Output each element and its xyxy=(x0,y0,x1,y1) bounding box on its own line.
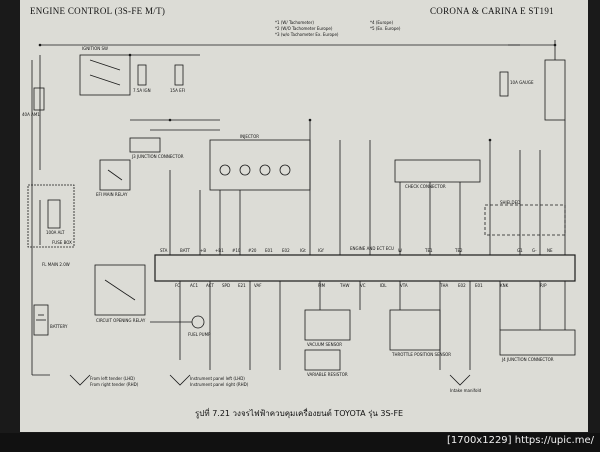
ecu-pin: FC xyxy=(175,283,181,288)
ecu-pin: NE xyxy=(547,248,553,253)
ground-note: Instrument panel left (LHD) xyxy=(190,376,245,381)
label-efi-fuse: 15A EFI xyxy=(170,88,186,93)
ecu-pin: TE1 xyxy=(425,248,433,253)
ground-note: Instrument panel right (RHD) xyxy=(190,382,249,387)
label-intake-manifold: Intake manifold xyxy=(450,388,482,393)
figure-caption: รูปที่ 7.21 วงจรไฟฟ้าควบคุมเครื่องยนต์ T… xyxy=(195,409,404,418)
manual-page: ENGINE CONTROL (3S-FE M/T) CORONA & CARI… xyxy=(20,0,588,432)
ecu-pin: #10 xyxy=(232,248,241,253)
label-gauge-fuse: 10A GAUGE xyxy=(510,80,534,85)
ecu-pin: PIM xyxy=(318,283,326,288)
ecu-pin: E21 xyxy=(238,283,246,288)
label-junction-connector-j4: J4 JUNCTION CONNECTOR xyxy=(502,357,554,362)
note-5: *5 (Ex. Europe) xyxy=(370,26,401,31)
label-shielded: SHIELDED xyxy=(500,200,521,205)
label-junction-connector-j3: J3 JUNCTION CONNECTOR xyxy=(132,154,184,159)
ecu-pin: E01 xyxy=(475,283,483,288)
label-vacuum-sensor: VACUUM SENSOR xyxy=(307,342,343,347)
ecu-pin: W xyxy=(398,248,402,253)
label-efi-main-relay: EFI MAIN RELAY xyxy=(96,192,128,197)
ecu-pin: STA xyxy=(160,248,168,253)
ecu-pin: #20 xyxy=(248,248,257,253)
ground-note: From left tender (LHD) xyxy=(90,376,135,381)
ecu-pin: R/P xyxy=(540,283,547,288)
ground-note: From right tender (RHD) xyxy=(90,382,139,387)
label-injector: INJECTOR xyxy=(240,134,260,139)
label-alt-fuse: 100A ALT xyxy=(46,230,65,235)
ecu-pin: VTA xyxy=(400,283,408,288)
watermark-bar: [1700x1229] https://upic.me/ xyxy=(0,433,600,452)
note-3: *3 (w/o Tachometer Ex. Europe) xyxy=(275,32,339,37)
ecu-pin: BATT xyxy=(180,248,190,253)
label-engine-ecu: ENGINE AND ECT ECU xyxy=(350,246,394,251)
note-2: *2 (W/O Tachometer Europe) xyxy=(275,26,333,31)
ecu-pin: IGt xyxy=(300,248,306,253)
ecu-pin: VC xyxy=(360,283,366,288)
ecu-pin: G1 xyxy=(517,248,523,253)
label-ignition-sw: IGNITION SW xyxy=(82,46,108,51)
ecu-pin: THA xyxy=(440,283,449,288)
label-throttle-sensor: THROTTLE POSITION SENSOR xyxy=(392,352,452,357)
ecu-pin: E02 xyxy=(282,248,290,253)
label-battery: BATTERY xyxy=(50,324,68,329)
ecu-pin: E02 xyxy=(458,283,466,288)
label-circuit-opening-relay: CIRCUIT OPENING RELAY xyxy=(96,318,146,323)
ecu-pin: SPD xyxy=(222,283,231,288)
label-fl-main: FL MAIN 2.0W xyxy=(42,262,70,267)
label-variable-resistor: VARIABLE RESISTOR xyxy=(307,372,348,377)
ecu-pin: THW xyxy=(340,283,350,288)
note-4: *4 (Europe) xyxy=(370,20,394,25)
ecu-pin: ACT xyxy=(206,283,214,288)
header-right-title: CORONA & CARINA E ST191 xyxy=(430,6,554,16)
ecu-pin: VAF xyxy=(254,283,262,288)
ecu-pin: G- xyxy=(532,248,537,253)
ecu-pin: IDL xyxy=(380,283,387,288)
ecu-pin: E01 xyxy=(265,248,273,253)
ecu-pin: +B xyxy=(200,248,207,253)
wiring-schematic xyxy=(27,40,576,386)
watermark-text: [1700x1229] https://upic.me/ xyxy=(446,435,594,446)
ecu-pin: TE2 xyxy=(455,248,463,253)
ecu-pin: IGf xyxy=(318,248,324,253)
ecu-pin: KNK xyxy=(500,283,509,288)
note-1: *1 (W/ Tachometer) xyxy=(275,20,314,25)
label-check-connector: CHECK CONNECTOR xyxy=(405,184,446,189)
label-fuse-box: FUSE BOX xyxy=(52,240,72,245)
label-fuel-pump: FUEL PUMP xyxy=(188,332,211,337)
header-left-title: ENGINE CONTROL (3S-FE M/T) xyxy=(30,6,166,16)
label-am1-fuse: 40A AM1 xyxy=(22,112,40,117)
ecu-pin: +B1 xyxy=(215,248,224,253)
ecu-pin: AC1 xyxy=(190,283,199,288)
label-ign-fuse: 7.5A IGN xyxy=(133,88,151,93)
